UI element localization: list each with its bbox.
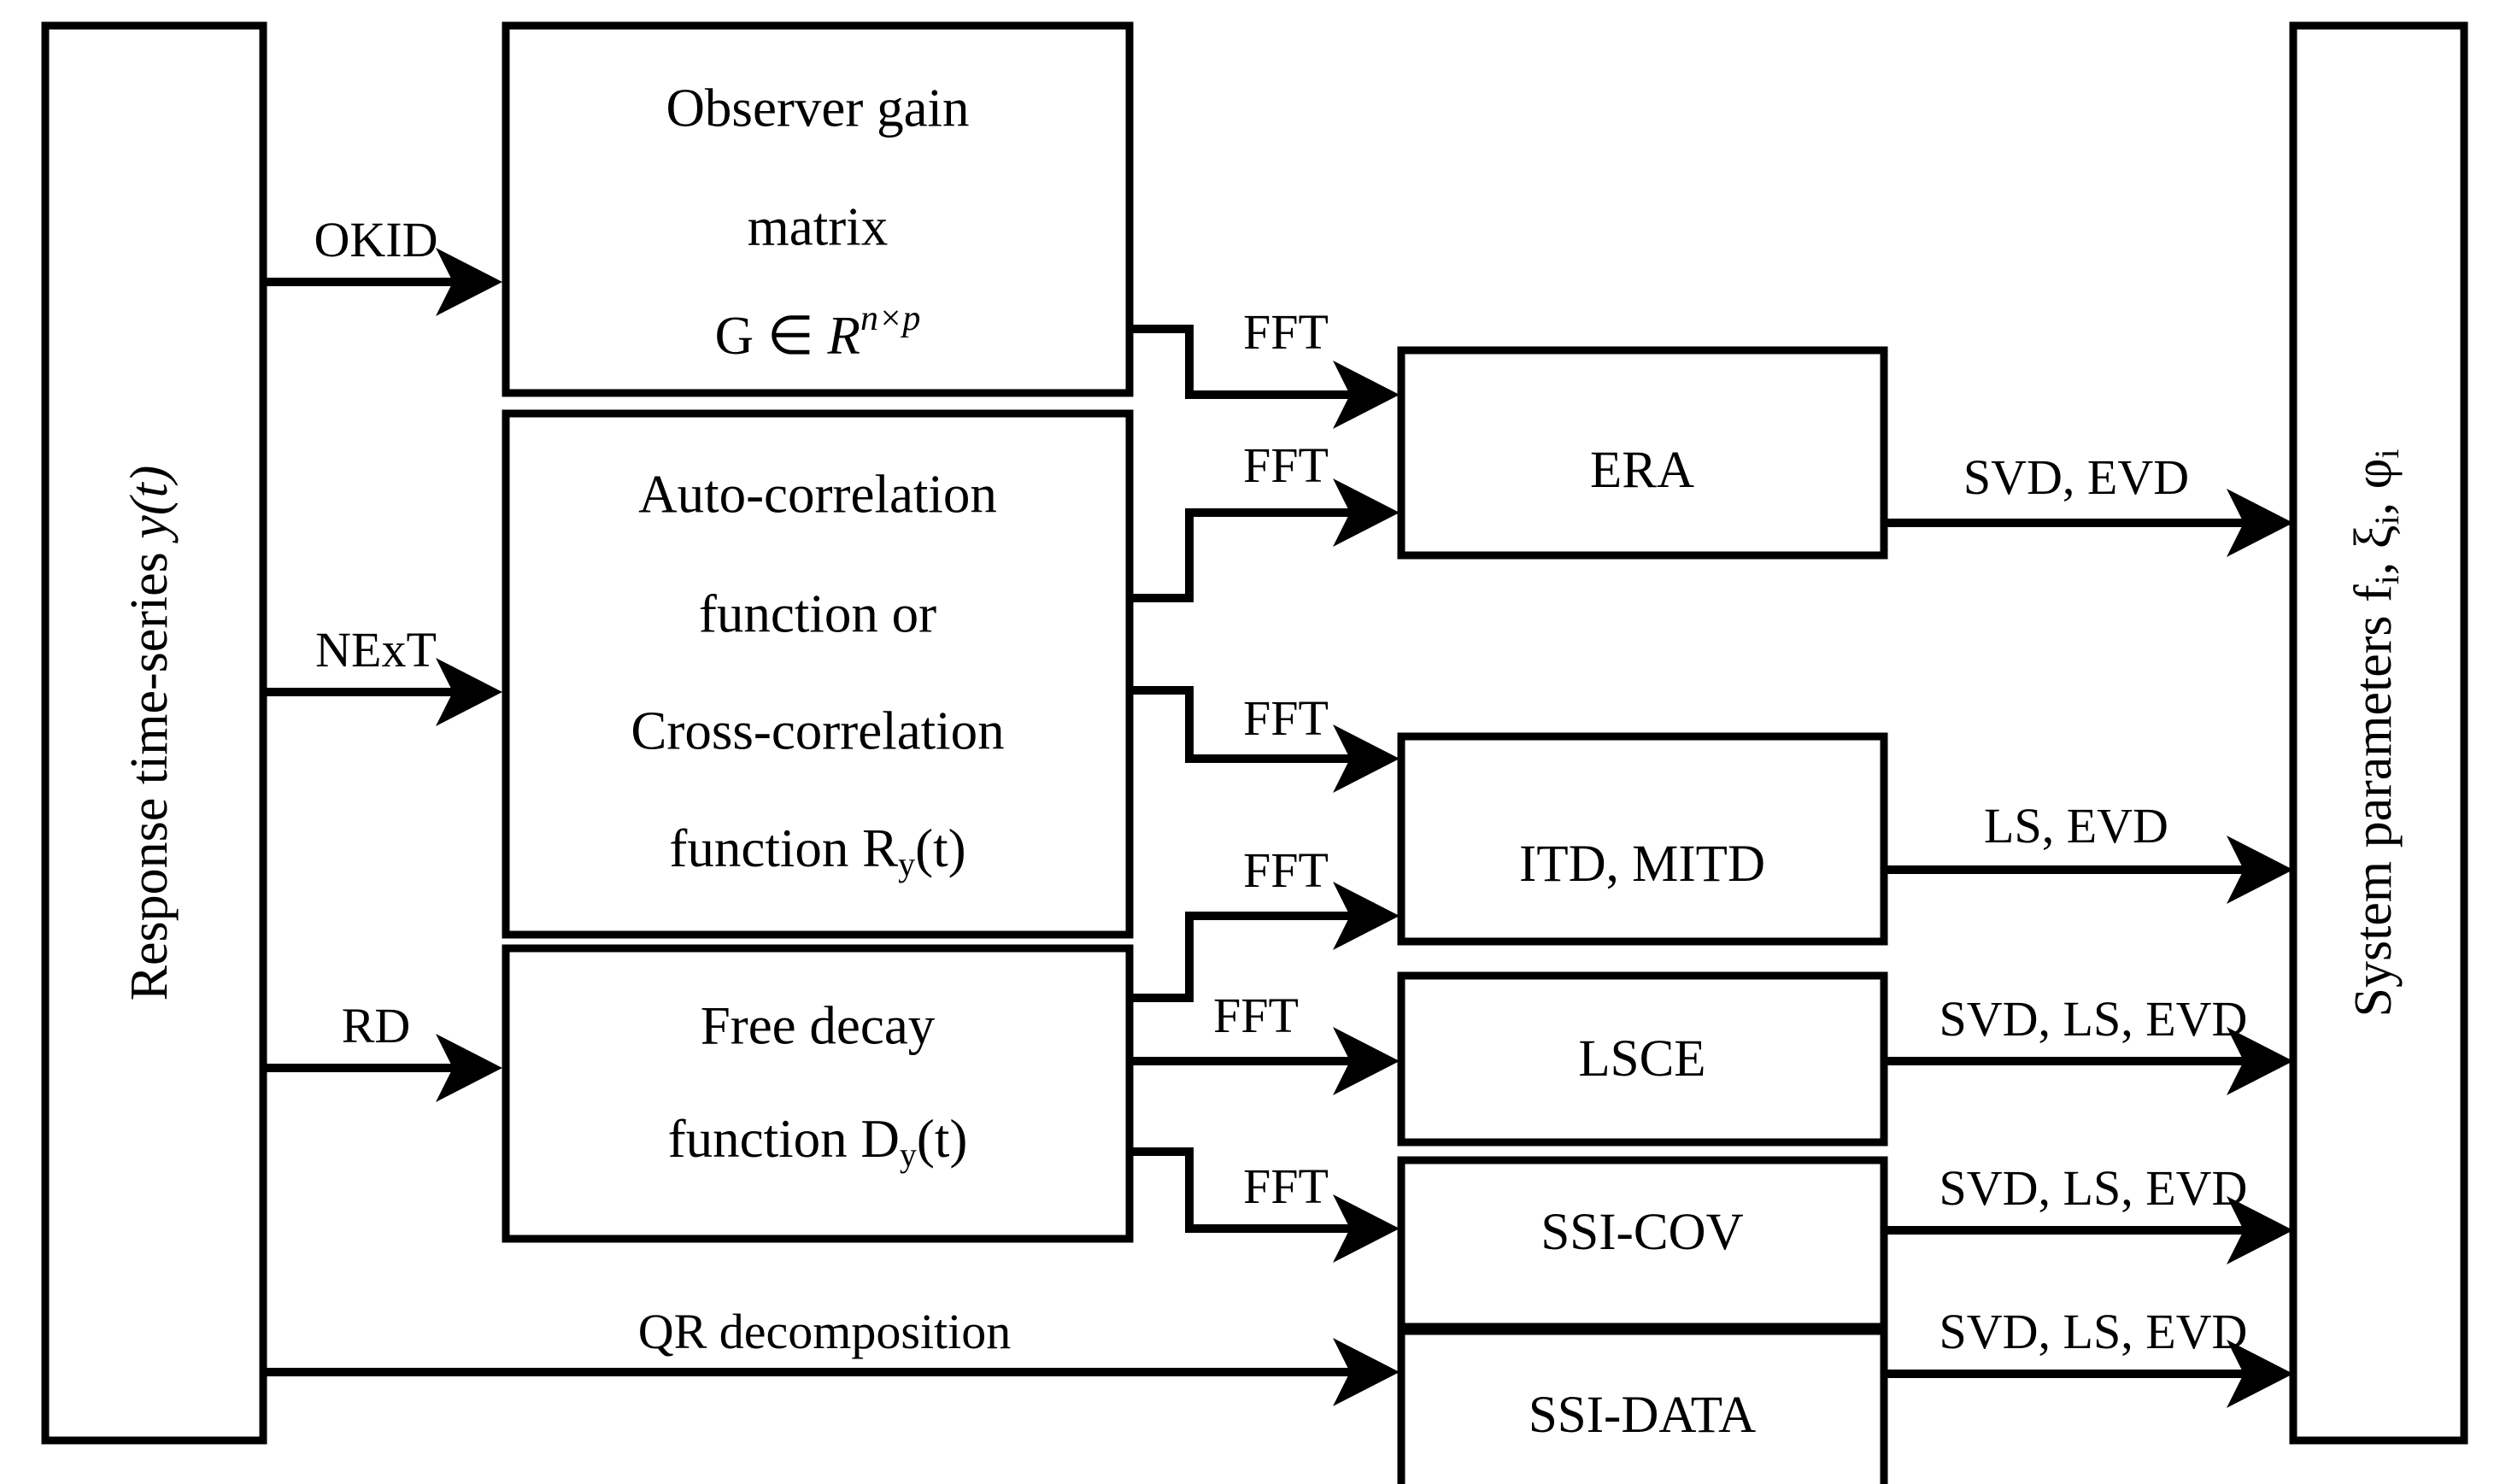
free-decay-line-1: Free decay (701, 995, 936, 1055)
observer-gain-line-1: Observer gain (666, 78, 969, 138)
fft-2-label: FFT (1243, 437, 1329, 493)
observer-gain-box (502, 21, 1134, 397)
correlation-function-box (502, 409, 1134, 939)
fft-4-label: FFT (1243, 842, 1329, 898)
fft-1-arrow-line (1130, 325, 1376, 399)
okid-label: OKID (314, 212, 438, 267)
lsce-label: LSCE (1578, 1030, 1705, 1088)
fft-6-arrow-line (1130, 1147, 1376, 1233)
input-box-label: Response time-series y(t) (120, 466, 179, 1001)
next-label: NExT (315, 622, 437, 677)
input-box-rect (41, 21, 267, 1445)
lsce-box (1397, 971, 1888, 1147)
era-label: ERA (1590, 442, 1694, 499)
free-decay-line-2: function Dy(t) (668, 1109, 968, 1174)
fft-2-arrow-line (1130, 508, 1376, 602)
out-ssidata-label: SVD, LS, EVD (1939, 1304, 2248, 1359)
ssi-data-label: SSI-DATA (1529, 1387, 1756, 1444)
qr-decomposition-label: QR decomposition (638, 1304, 1012, 1359)
out-era-label: SVD, EVD (1963, 449, 2189, 505)
fft-5-label: FFT (1213, 988, 1299, 1043)
fft-6-label: FFT (1243, 1158, 1329, 1214)
correlation-line-4: function Ry(t) (669, 818, 965, 883)
era-box (1397, 346, 1888, 560)
out-lsce-label: SVD, LS, EVD (1939, 991, 2248, 1047)
fft-1-label: FFT (1243, 304, 1329, 360)
output-box-label: System parameters fi, ξi, φi (2344, 449, 2406, 1018)
itd-mitd-label: ITD, MITD (1519, 836, 1765, 893)
ssi-cov-box (1397, 1156, 1888, 1331)
observer-gain-line-2: matrix (748, 196, 888, 256)
fft-3-arrow-line (1130, 686, 1376, 763)
out-itd-label: LS, EVD (1984, 798, 2168, 853)
fft-4-arrow-line (1130, 912, 1376, 1002)
correlation-line-2: function or (699, 584, 936, 643)
free-decay-box (502, 944, 1134, 1243)
correlation-line-3: Cross-correlation (631, 701, 1004, 760)
itd-mitd-box (1397, 732, 1888, 946)
correlation-line-1: Auto-correlation (638, 464, 997, 524)
ssi-cov-label: SSI-COV (1540, 1204, 1743, 1261)
observer-gain-formula: G ∈ Rn×p (715, 299, 921, 367)
ssi-data-box (1397, 1327, 1888, 1484)
output-box-rect (2289, 21, 2468, 1445)
out-ssicov-label: SVD, LS, EVD (1939, 1160, 2248, 1216)
fft-3-label: FFT (1243, 690, 1329, 746)
rd-label: RD (342, 998, 411, 1053)
